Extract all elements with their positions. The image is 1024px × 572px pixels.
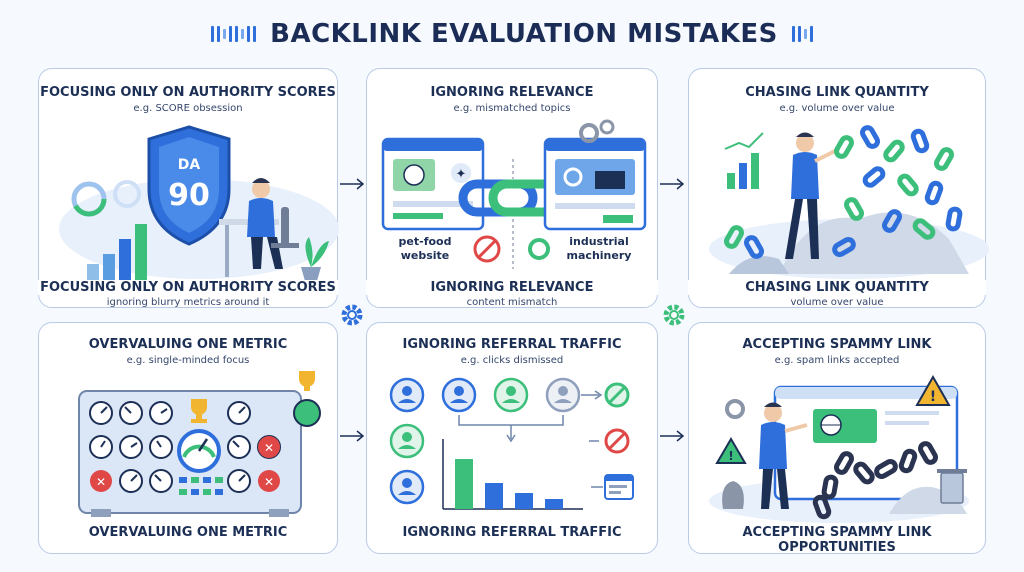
spam-illustration: ! !	[709, 374, 969, 523]
bar-chart-icon	[727, 173, 735, 189]
quantity-illustration	[709, 125, 989, 279]
left-site-label-1: pet-food	[399, 235, 452, 248]
person-icon	[796, 134, 814, 152]
arrow-right-icon	[660, 430, 685, 442]
panel-link-quantity: CHASING LINK QUANTITY e.g. volume over v…	[688, 68, 989, 308]
gear-icon	[725, 399, 745, 419]
panel-relevance: IGNORING RELEVANCE e.g. mismatched topic…	[366, 68, 658, 308]
error-icon	[90, 470, 112, 492]
svg-text:✕: ✕	[264, 475, 274, 489]
panel-referral-traffic: IGNORING REFERRAL TRAFFIC e.g. clicks di…	[366, 322, 658, 554]
indicator-lights	[179, 477, 223, 495]
svg-text:✕: ✕	[96, 475, 106, 489]
arrow-right-icon	[340, 178, 365, 190]
gear-icon	[663, 304, 685, 326]
user-avatar-icon	[389, 377, 581, 505]
trash-bag-icon	[722, 481, 744, 509]
bar-chart-icon	[87, 264, 99, 282]
traffic-bar	[455, 459, 473, 509]
debris-pile	[779, 212, 969, 274]
arrow-right-icon	[340, 430, 365, 442]
footer-title-1: FOCUSING ONLY ON AUTHORITY SCORES	[38, 280, 338, 295]
plant-icon	[301, 267, 321, 281]
person-icon	[252, 180, 270, 198]
panel-title: IGNORING RELEVANCE	[430, 85, 594, 100]
panel-subtitle: e.g. clicks dismissed	[460, 355, 564, 366]
footer-subtitle-1: ignoring blurry metrics around it	[106, 297, 270, 308]
panel-subtitle: e.g. single-minded focus	[126, 355, 250, 366]
shield-label-top: DA	[178, 157, 201, 173]
warning-triangle-left-icon	[715, 437, 747, 464]
trash-can-icon	[940, 472, 964, 504]
panel-title: ACCEPTING SPAMMY LINK	[742, 337, 932, 352]
footer-subtitle-2: content mismatch	[466, 297, 558, 308]
referral-illustration	[389, 377, 634, 510]
footer-title-2: IGNORING RELEVANCE	[366, 280, 658, 295]
footer-title-3: CHASING LINK QUANTITY	[688, 280, 986, 295]
panel-subtitle: e.g. volume over value	[779, 103, 895, 114]
dashboard-illustration: ✕ ✕ ✕	[78, 371, 321, 517]
panel-authority-scores: FOCUSING ONLY ON AUTHORITY SCORES e.g. S…	[38, 68, 339, 308]
right-site-label-2: machinery	[567, 249, 632, 262]
footer-title-4: OVERVALUING ONE METRIC	[88, 525, 288, 540]
title-decoration-right	[791, 26, 813, 42]
footer-subtitle-3: volume over value	[790, 297, 884, 308]
left-site-label-2: website	[401, 249, 450, 262]
warning-triangle-icon	[915, 374, 951, 406]
trophy-icon	[191, 399, 207, 415]
panel-one-metric: OVERVALUING ONE METRIC e.g. single-minde…	[38, 322, 338, 554]
chair	[281, 207, 289, 247]
panel-spammy-link: ACCEPTING SPAMMY LINK e.g. spam links ac…	[688, 322, 986, 555]
page-title: BACKLINK EVALUATION MISTAKES	[270, 19, 778, 49]
panel-title: IGNORING REFERRAL TRAFFIC	[402, 337, 622, 352]
panel-title: CHASING LINK QUANTITY	[745, 85, 929, 100]
authority-illustration: DA 90	[59, 125, 339, 282]
arrow-right-icon	[660, 178, 685, 190]
paw-icon: ✦	[456, 167, 467, 182]
gear-bottom-icon	[528, 238, 550, 260]
person-icon	[764, 404, 782, 422]
factory-icon	[595, 171, 625, 189]
relevance-illustration: ✦ pet-food website industrial machinery	[381, 119, 647, 269]
chain-link-icon	[812, 441, 938, 520]
dog-icon	[403, 164, 425, 186]
svg-text:!: !	[728, 449, 733, 463]
panel-subtitle: e.g. spam links accepted	[774, 355, 900, 366]
chain-link-icon	[724, 125, 963, 259]
title-decoration-left	[211, 26, 257, 42]
trophy-gauge-icon	[293, 399, 321, 427]
gear-top-icon	[579, 123, 599, 143]
shield-value: 90	[168, 178, 210, 213]
gear-icon	[563, 167, 583, 187]
gear-icon	[341, 304, 363, 326]
footer-title-6: ACCEPTING SPAMMY LINK OPPORTUNITIES	[742, 525, 932, 555]
panel-subtitle: e.g. mismatched topics	[453, 103, 571, 114]
footer-title-5: IGNORING REFERRAL TRAFFIC	[402, 525, 622, 540]
right-site-label-1: industrial	[569, 235, 629, 248]
svg-text:✕: ✕	[264, 441, 274, 455]
panel-title: OVERVALUING ONE METRIC	[88, 337, 288, 352]
panel-title: FOCUSING ONLY ON AUTHORITY SCORES	[40, 85, 336, 100]
panel-subtitle: e.g. SCORE obsession	[133, 103, 243, 114]
svg-text:!: !	[930, 389, 936, 405]
header: BACKLINK EVALUATION MISTAKES	[0, 14, 1024, 54]
